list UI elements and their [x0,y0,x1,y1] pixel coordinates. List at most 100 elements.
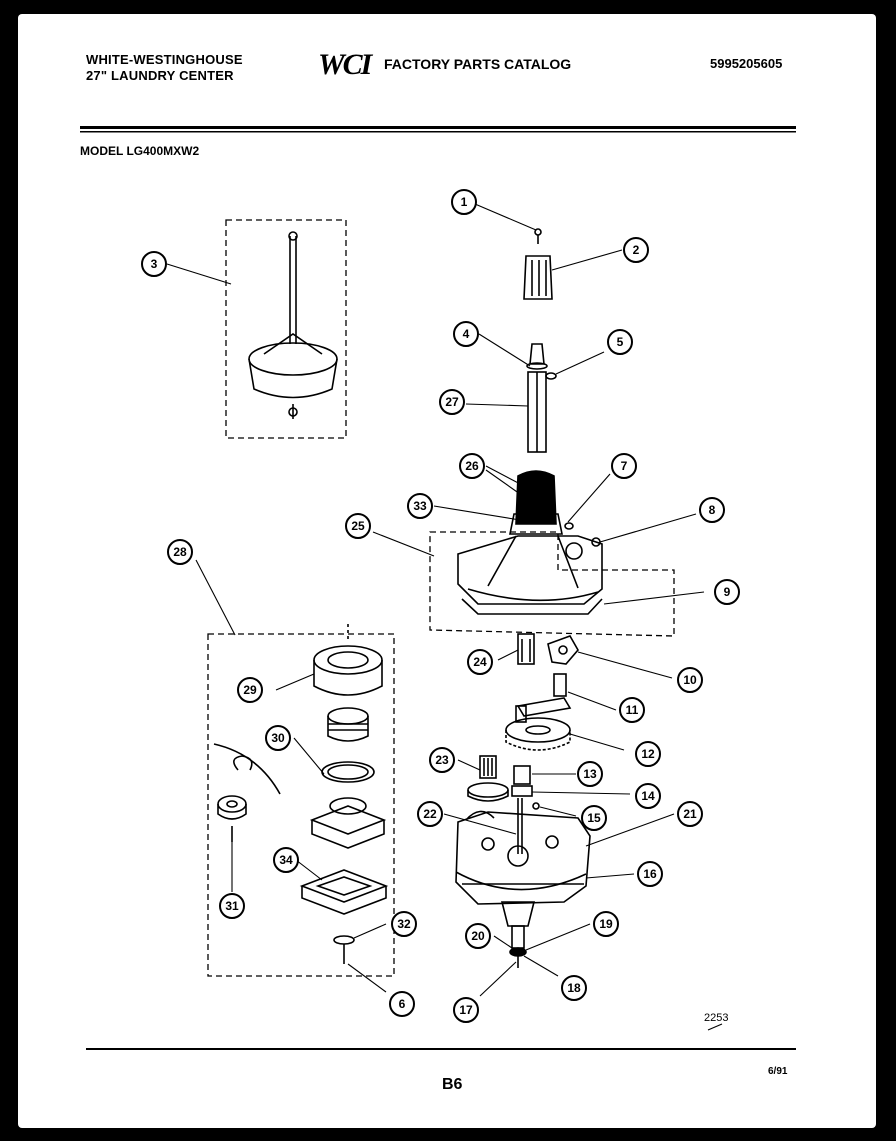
callout-18: 18 [561,975,587,1001]
callout-circle [465,923,491,949]
callout-9: 9 [714,579,740,605]
callout-circle [429,747,455,773]
callout-circle [635,741,661,767]
brand-block: WHITE-WESTINGHOUSE 27" LAUNDRY CENTER [86,52,243,84]
leader-lines [166,203,723,1031]
callout-circle [391,911,417,937]
brand-line-2: 27" LAUNDRY CENTER [86,68,234,83]
callout-number: 16 [643,867,657,881]
callout-32: 32 [391,911,417,937]
callout-number: 2 [633,243,640,257]
revision-date: 6/91 [768,1066,788,1077]
callout-circle [459,453,485,479]
callout-circle [623,237,649,263]
callout-26: 26 [459,453,485,479]
brand-line-1: WHITE-WESTINGHOUSE [86,52,243,67]
parts-13-14-15-22 [511,765,540,854]
callout-12: 12 [635,741,661,767]
callout-22: 22 [417,801,443,827]
callout-10: 10 [677,667,703,693]
drawing-number: 2253 [704,1012,729,1024]
callout-number: 7 [621,459,628,473]
callout-circle [451,189,477,215]
callout-number: 31 [225,899,239,913]
part-25-gear-case-cover [457,535,603,615]
callout-21: 21 [677,801,703,827]
part-11-crank [515,673,572,723]
callout-number: 9 [724,585,731,599]
callout-number: 32 [397,917,411,931]
callout-circle [407,493,433,519]
callout-13: 13 [577,761,603,787]
callout-number: 28 [173,545,187,559]
callout-number: 25 [351,519,365,533]
callout-number: 20 [471,929,485,943]
callout-circle [167,539,193,565]
callout-number: 19 [599,917,613,931]
page-code: B6 [442,1076,463,1093]
callout-circle [453,997,479,1023]
callout-number: 29 [243,683,257,697]
callout-24: 24 [467,649,493,675]
wci-logo: WCI [318,48,372,81]
callout-number: 8 [709,503,716,517]
callout-number: 27 [445,395,459,409]
callout-30: 30 [265,725,291,751]
callout-28: 28 [167,539,193,565]
main-shaft-stack [509,228,574,535]
callout-circle [677,801,703,827]
callout-number: 11 [626,703,639,717]
part-28-seal-kit [213,624,389,964]
callout-33: 33 [407,493,433,519]
callout-number: 4 [463,327,470,341]
callout-2: 2 [623,237,649,263]
callout-6: 6 [389,991,415,1017]
callout-circle [619,697,645,723]
catalog-title: FACTORY PARTS CATALOG [384,56,572,72]
callout-circle [677,667,703,693]
callout-circle [237,677,263,703]
callout-number: 21 [683,807,697,821]
footer-rule [86,1048,796,1050]
callout-number: 23 [435,753,449,767]
group-box-25 [429,531,675,637]
callout-17: 17 [453,997,479,1023]
callout-number: 34 [279,853,293,867]
callout-31: 31 [219,893,245,919]
callout-19: 19 [593,911,619,937]
catalog-number: 5995205605 [710,56,783,71]
callout-number: 24 [473,655,487,669]
callout-number: 33 [413,499,427,513]
part-16-gear-case [455,810,591,905]
callout-number: 10 [683,673,697,687]
callout-circle [219,893,245,919]
part-23-pinion [467,755,509,802]
callout-circle [273,847,299,873]
callout-circle [417,801,443,827]
callout-number: 17 [459,1003,473,1017]
callout-circle [714,579,740,605]
callout-29: 29 [237,677,263,703]
parts-24-10 [517,633,579,665]
group-box-28 [207,633,395,977]
callout-number: 1 [461,195,468,209]
callout-circle [389,991,415,1017]
callout-circle [265,725,291,751]
callout-number: 18 [567,981,581,995]
callout-7: 7 [611,453,637,479]
callout-4: 4 [453,321,479,347]
callout-number: 30 [271,731,285,745]
callout-circle [453,321,479,347]
callout-number: 26 [465,459,479,473]
model-label: MODEL LG400MXW2 [80,144,200,158]
exploded-parts-diagram: 1234527267338259282410291130122313141522… [80,126,796,1050]
group-outlines [207,219,675,977]
part-12-main-gear [505,717,571,751]
callout-circle [581,805,607,831]
callout-circle [593,911,619,937]
callout-circle [467,649,493,675]
callout-circle [635,783,661,809]
callout-11: 11 [619,697,645,723]
callout-15: 15 [581,805,607,831]
callout-23: 23 [429,747,455,773]
